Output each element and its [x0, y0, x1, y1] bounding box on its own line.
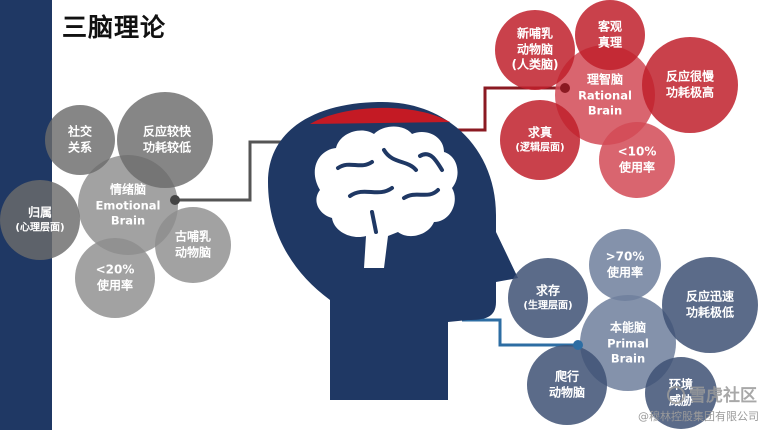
emotional-usage-label: <20%使用率 [95, 262, 135, 292]
truth-bubble [575, 0, 645, 70]
primal-connector-dot [573, 340, 583, 350]
belonging-label: 归属(心理层面) [15, 205, 65, 234]
primal-reaction-bubble [662, 257, 758, 353]
rational-reaction-bubble [642, 37, 738, 133]
watermark-logo-icon [667, 386, 685, 404]
rational-usage-label: <10%使用率 [617, 144, 657, 174]
emotional-reaction-label: 反应较快功耗较低 [142, 124, 192, 154]
new-mammal-bubble [495, 10, 575, 90]
copyright: @穆林控股集团有限公司 [638, 410, 759, 423]
rational-bubbles [495, 0, 738, 198]
belonging-bubble [0, 180, 80, 260]
primal-usage-label: >70%使用率 [605, 249, 645, 279]
new-mammal-label: 新哺乳动物脑(人类脑) [511, 26, 559, 72]
primal-connector [462, 318, 578, 347]
seek-truth-bubble [500, 100, 580, 180]
primal-reaction-label: 反应迅速功耗极低 [685, 289, 735, 319]
seek-truth-label: 求真(逻辑层面) [515, 125, 565, 154]
rational-center-bubble [555, 45, 655, 145]
ancient-mammal-bubble [155, 207, 231, 283]
primal-usage-bubble [589, 229, 661, 301]
brain-folds [336, 148, 444, 234]
primal-center-bubble [580, 295, 676, 391]
emotional-usage-bubble [75, 238, 155, 318]
page-title: 三脑理论 [62, 13, 167, 42]
social-bubble [45, 105, 115, 175]
reptile-label: 爬行动物脑 [548, 369, 586, 399]
survival-bubble [508, 258, 588, 338]
emotional-bubbles [0, 92, 231, 318]
truth-label: 客观真理 [597, 19, 623, 49]
rational-reaction-label: 反应很慢功耗极高 [665, 69, 715, 99]
emotional-connector-dot [170, 195, 180, 205]
watermark-text: 雪虎社区 [689, 386, 757, 406]
ancient-mammal-label: 古哺乳动物脑 [174, 229, 212, 259]
brain-icon [314, 126, 458, 268]
rational-connector-dot [560, 83, 570, 93]
survival-label: 求存(生理层面) [523, 283, 573, 312]
head-red-cap [310, 107, 450, 124]
primal-bubbles [508, 229, 758, 429]
rational-usage-bubble [599, 122, 675, 198]
reptile-bubble [527, 345, 607, 425]
emotional-reaction-bubble [117, 92, 213, 188]
watermark: 雪虎社区 [667, 381, 757, 406]
social-label: 社交关系 [67, 124, 93, 154]
